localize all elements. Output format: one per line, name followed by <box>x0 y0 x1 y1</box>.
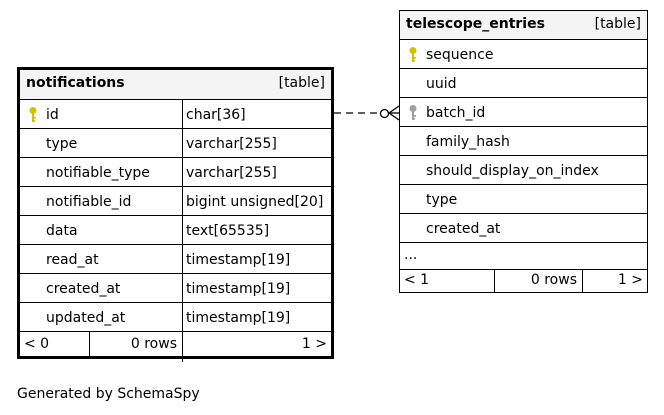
table-footer: < 0 0 rows 1 > <box>20 332 331 356</box>
more-columns-ellipsis: ... <box>404 247 418 263</box>
table-row[interactable]: batch_id <box>400 98 647 127</box>
table-name[interactable]: notifications <box>26 75 125 91</box>
column-name: batch_id <box>426 104 486 121</box>
column-name: should_display_on_index <box>426 162 599 179</box>
column-divider <box>182 100 183 362</box>
table-row[interactable]: type varchar[255] <box>20 129 331 158</box>
column-type: bigint unsigned[20] <box>186 193 324 210</box>
notifications-table[interactable]: notifications [table] id char[36] type varc… <box>17 67 334 362</box>
zero-or-many-circle <box>379 108 390 119</box>
column-type: timestamp[19] <box>186 280 291 297</box>
column-type: timestamp[19] <box>186 309 291 326</box>
footer-children-count[interactable]: 1 > <box>301 336 327 352</box>
column-type: varchar[255] <box>186 135 277 152</box>
telescope-entries-table[interactable]: telescope_entries [table] sequence uuid ba… <box>399 10 648 293</box>
column-type: varchar[255] <box>186 164 277 181</box>
table-footer: < 1 0 rows 1 > <box>400 270 647 292</box>
more-columns-row: ... <box>400 243 647 270</box>
column-name: type <box>426 191 458 208</box>
table-row[interactable]: notifiable_type varchar[255] <box>20 158 331 187</box>
column-name: read_at <box>46 251 99 268</box>
column-name: type <box>46 135 78 152</box>
column-name: notifiable_type <box>46 164 150 181</box>
footer-parents-count[interactable]: < 1 <box>404 272 430 288</box>
foreign-key-icon <box>408 104 418 122</box>
column-name: updated_at <box>46 309 126 326</box>
table-row[interactable]: created_at <box>400 214 647 243</box>
table-kind-label: [table] <box>594 16 641 32</box>
table-row[interactable]: id char[36] <box>20 100 331 129</box>
footer-row-count: 0 rows <box>130 336 177 352</box>
table-header[interactable]: telescope_entries [table] <box>400 11 647 40</box>
footer-parents-count[interactable]: < 0 <box>24 336 50 352</box>
table-row[interactable]: data text[65535] <box>20 216 331 245</box>
column-name: created_at <box>426 220 501 237</box>
table-row[interactable]: type <box>400 185 647 214</box>
table-row[interactable]: notifiable_id bigint unsigned[20] <box>20 187 331 216</box>
primary-key-icon <box>28 106 38 124</box>
column-name: created_at <box>46 280 121 297</box>
column-name: family_hash <box>426 133 510 150</box>
footer-divider <box>494 270 495 292</box>
column-type: char[36] <box>186 106 246 123</box>
table-kind-label: [table] <box>278 75 325 91</box>
footer-divider <box>89 332 90 356</box>
column-name: id <box>46 106 59 123</box>
table-row[interactable]: created_at timestamp[19] <box>20 274 331 303</box>
table-row[interactable]: family_hash <box>400 127 647 156</box>
table-row[interactable]: updated_at timestamp[19] <box>20 303 331 332</box>
table-name[interactable]: telescope_entries <box>406 16 545 32</box>
table-row[interactable]: read_at timestamp[19] <box>20 245 331 274</box>
primary-key-icon <box>408 46 418 64</box>
table-row[interactable]: uuid <box>400 69 647 98</box>
column-name: notifiable_id <box>46 193 132 210</box>
column-type: text[65535] <box>186 222 270 239</box>
crowfoot-lower <box>388 112 400 121</box>
table-row[interactable]: should_display_on_index <box>400 156 647 185</box>
footer-children-count[interactable]: 1 > <box>617 272 643 288</box>
table-row[interactable]: sequence <box>400 40 647 69</box>
column-name: sequence <box>426 46 494 63</box>
column-name: uuid <box>426 75 457 92</box>
column-name: data <box>46 222 78 239</box>
table-header[interactable]: notifications [table] <box>20 70 331 100</box>
footer-divider <box>582 270 583 292</box>
footer-row-count: 0 rows <box>530 272 577 288</box>
generator-caption: Generated by SchemaSpy <box>17 386 200 402</box>
crowfoot-upper <box>388 105 400 114</box>
column-type: timestamp[19] <box>186 251 291 268</box>
